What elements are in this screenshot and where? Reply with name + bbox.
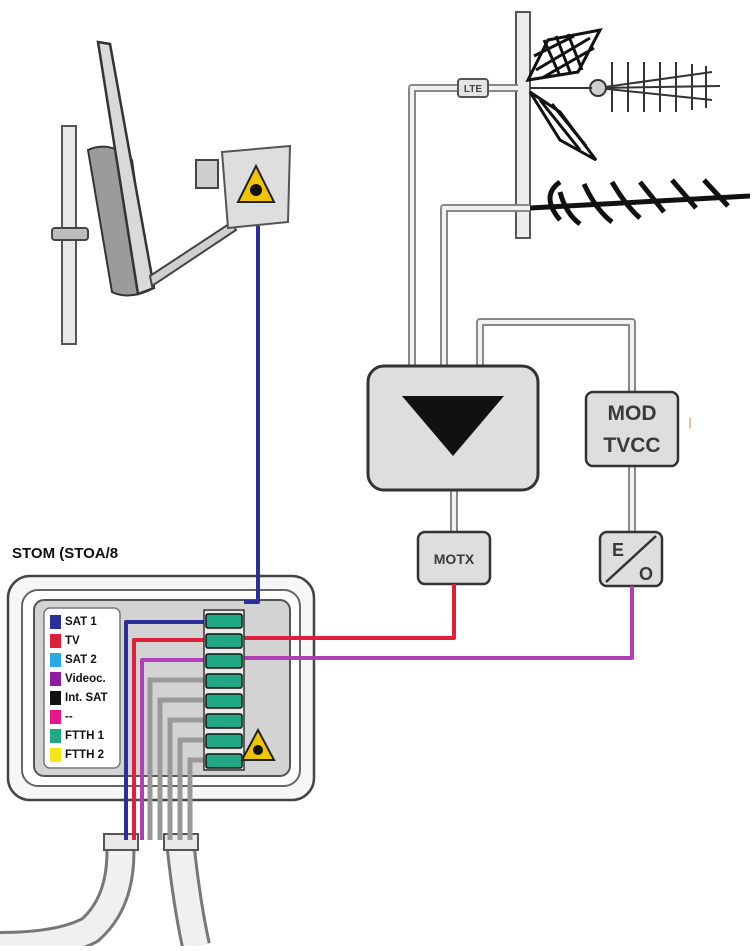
eo-bottom-letter: O xyxy=(639,564,653,584)
legend-label: Videoc. xyxy=(65,673,106,685)
legend-swatch xyxy=(50,748,61,762)
legend-item-ftth1: FTTH 1 xyxy=(50,728,104,744)
lnb-warning-icon xyxy=(220,144,292,230)
lte-filter-box xyxy=(457,78,489,98)
legend-swatch xyxy=(50,691,61,705)
internal-grey-wires xyxy=(147,677,204,840)
legend-swatch xyxy=(50,653,61,667)
legend-swatch xyxy=(50,634,61,648)
modulator-box xyxy=(584,390,680,468)
lte-filter-label: LTE xyxy=(464,84,482,95)
legend-label: Int. SAT xyxy=(65,692,108,704)
terrestrial-antenna-icon xyxy=(515,11,751,239)
amplifier-triangle-icon xyxy=(402,396,504,456)
legend-label: FTTH 2 xyxy=(65,749,104,761)
outlet-title: STOM (STOA/8 xyxy=(12,545,119,562)
legend-item-sat2: SAT 2 xyxy=(50,652,97,668)
legend-swatch xyxy=(50,729,61,743)
legend-panel xyxy=(43,607,121,769)
legend-item-tv: TV xyxy=(50,633,80,649)
legend-label: FTTH 1 xyxy=(65,730,104,742)
modulator-line1: MOD xyxy=(608,402,657,425)
signal-cables xyxy=(124,226,634,840)
grey-coax-cables xyxy=(408,84,636,532)
motx-label: MOTX xyxy=(434,551,475,567)
tv-cable xyxy=(244,584,456,640)
amplifier-box xyxy=(366,364,540,492)
satellite-dish-icon xyxy=(51,40,238,345)
legend-swatch xyxy=(50,672,61,686)
sat-cable-inner xyxy=(124,620,204,840)
legend-label: SAT 2 xyxy=(65,654,97,666)
laser-warning-icon xyxy=(240,727,276,761)
legend-item-videoc: Videoc. xyxy=(50,671,106,687)
legend-swatch xyxy=(50,615,61,629)
terminal-block xyxy=(203,609,245,771)
legend-label: -- xyxy=(65,711,73,723)
outlet-cable-bundle xyxy=(0,833,211,951)
legend-item-sat1: SAT 1 xyxy=(50,614,97,630)
legend-item-int-sat: Int. SAT xyxy=(50,690,108,706)
video-cable xyxy=(244,586,634,660)
eo-top-letter: E xyxy=(612,540,624,560)
modulator-line2: TVCC xyxy=(603,434,660,457)
video-cable-inner xyxy=(140,658,204,840)
legend-item-ftth2: FTTH 2 xyxy=(50,747,104,763)
legend-label: TV xyxy=(65,635,80,647)
legend-label: SAT 1 xyxy=(65,616,97,628)
sat-cable xyxy=(244,226,260,604)
legend-swatch xyxy=(50,710,61,724)
legend-item-dash: -- xyxy=(50,709,73,725)
side-mark: | xyxy=(688,415,691,429)
tv-cable-inner xyxy=(132,638,204,840)
